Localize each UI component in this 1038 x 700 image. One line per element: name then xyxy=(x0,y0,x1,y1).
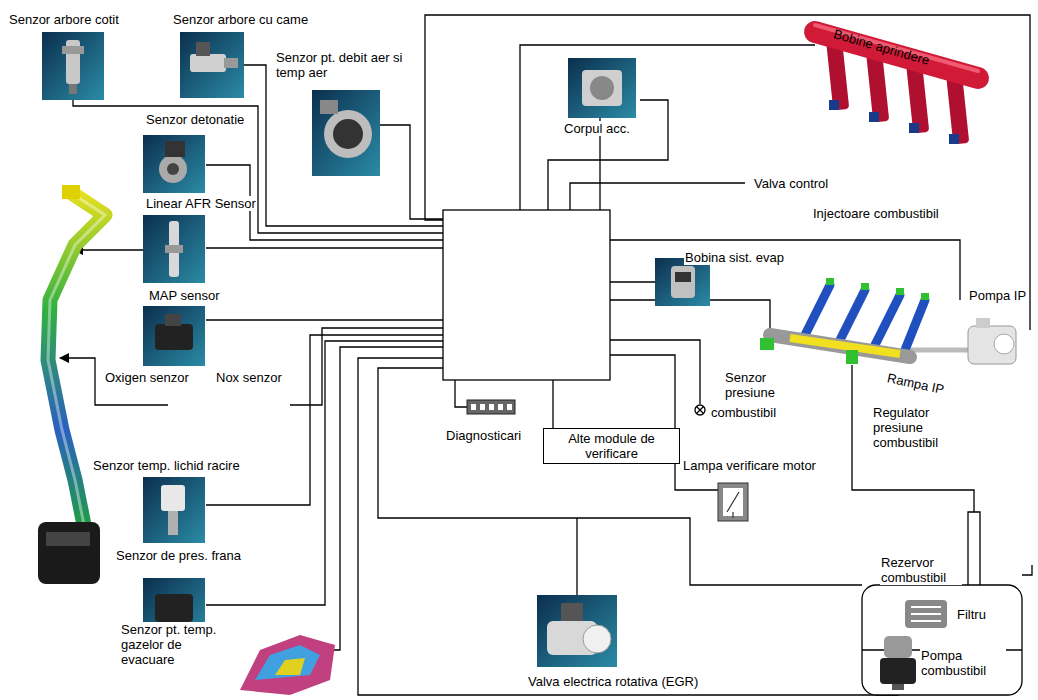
part-label: MAP sensor xyxy=(148,288,221,303)
part-label: Injectoare combustibil xyxy=(812,206,940,221)
part-label: Oxigen senzor xyxy=(104,370,190,385)
part-label: Pompa combustibil xyxy=(920,648,1006,678)
part-label: combustibil xyxy=(710,405,777,420)
part-label: Diagnosticari xyxy=(445,428,522,443)
part-label: Valva electrica rotativa (EGR) xyxy=(527,674,699,689)
part-label: Senzor arbore cotit xyxy=(8,12,120,27)
part-label: Linear AFR Sensor xyxy=(145,196,257,211)
part-label: Regulator presiune combustibil xyxy=(872,405,966,450)
part-label: Senzor pt. temp. gazelor de evacuare xyxy=(120,622,230,667)
part-label: Nox senzor xyxy=(215,370,283,385)
part-label: Senzor de pres. frana xyxy=(115,548,242,563)
module-box: Alte module de verificare xyxy=(543,428,680,464)
module-text: Alte module de verificare xyxy=(548,431,675,461)
part-label: Bobina sist. evap xyxy=(684,250,785,265)
part-label: Senzor arbore cu came xyxy=(172,12,309,27)
part-label: Senzor pt. debit aer si temp aer xyxy=(275,50,409,80)
part-label: Lampa verificare motor xyxy=(682,458,817,473)
part-label: Pompa IP xyxy=(968,288,1027,303)
part-label: Rezervor combustibil xyxy=(880,555,962,585)
part-label: Senzor temp. lichid racire xyxy=(92,458,241,473)
part-label: Filtru xyxy=(956,607,987,622)
part-label: Senzor detonatie xyxy=(145,112,245,127)
part-label: Senzor presiune xyxy=(724,370,798,400)
part-label: Corpul acc. xyxy=(563,121,631,136)
part-label: Rampa IP xyxy=(885,370,947,397)
part-label: Valva control xyxy=(753,176,829,191)
